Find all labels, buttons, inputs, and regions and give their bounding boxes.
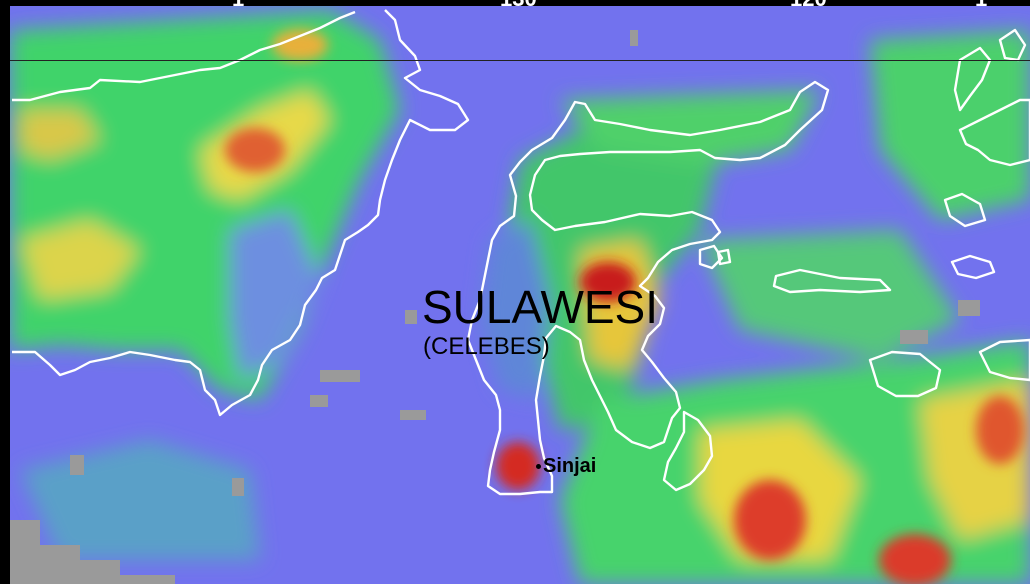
no-data-4 — [70, 455, 84, 475]
coast-islet-1 — [698, 244, 724, 270]
no-data-9 — [630, 30, 638, 46]
no-data-1 — [320, 370, 360, 382]
coastlines — [12, 9, 1030, 496]
top-border — [0, 0, 1030, 6]
no-data-2 — [310, 395, 328, 407]
region-label: SULAWESI — [422, 281, 659, 333]
rain-borneo-yellow-3 — [20, 110, 100, 160]
no-data-5 — [232, 478, 244, 496]
rain-sulawesi-west-blue — [480, 220, 550, 400]
hotspot-borneo — [225, 128, 285, 172]
longitude-label-3: 120 — [790, 0, 827, 12]
city-label: Sinjai — [543, 455, 597, 477]
region-sublabel: (CELEBES) — [423, 333, 550, 360]
coast-maluku-1 — [953, 46, 992, 112]
coast-southeast-arm — [662, 410, 714, 492]
no-data-8 — [405, 310, 417, 324]
rainfall-field — [10, 10, 1030, 584]
coast-east-island — [978, 338, 1030, 382]
no-data-3 — [400, 410, 426, 420]
longitude-label-4: 1 — [975, 0, 987, 12]
hotspot-sulawesi-central — [580, 262, 636, 302]
rain-borneo-blue — [230, 210, 320, 380]
hotspot-borneo-2 — [272, 29, 328, 61]
hotspot-east — [976, 396, 1024, 464]
latitude-gridline — [10, 60, 1030, 61]
no-data-7 — [958, 300, 980, 316]
coast-maluku-4 — [943, 192, 987, 228]
coast-borneo-north — [12, 10, 356, 102]
rain-east-north-green — [870, 30, 1030, 220]
coast-islet-2 — [716, 248, 732, 266]
no-data-southwest — [10, 520, 175, 584]
left-border — [0, 0, 10, 584]
longitude-label-1: 1 — [232, 0, 244, 12]
longitude-label-2: 130 — [500, 0, 537, 12]
hotspot-southeast-2 — [879, 534, 951, 584]
rain-sulawesi-north-green — [560, 90, 820, 165]
coast-maluku-2 — [998, 28, 1027, 62]
rainfall-hotspots — [225, 29, 1024, 584]
coast-borneo-east — [12, 9, 470, 417]
coast-sulawesi — [466, 80, 830, 496]
coast-maluku-3 — [958, 98, 1030, 167]
hotspot-southeast-1 — [734, 480, 806, 560]
hotspot-sinjai — [496, 442, 540, 490]
coast-small-island-1 — [950, 254, 996, 280]
coast-flores-east — [868, 350, 942, 398]
city-marker-icon — [536, 464, 541, 469]
no-data-patches — [10, 30, 980, 584]
coast-banggai — [772, 268, 892, 294]
rain-mid-green — [700, 230, 960, 360]
rain-borneo-yellow-2 — [20, 220, 140, 300]
no-data-6 — [900, 330, 928, 344]
